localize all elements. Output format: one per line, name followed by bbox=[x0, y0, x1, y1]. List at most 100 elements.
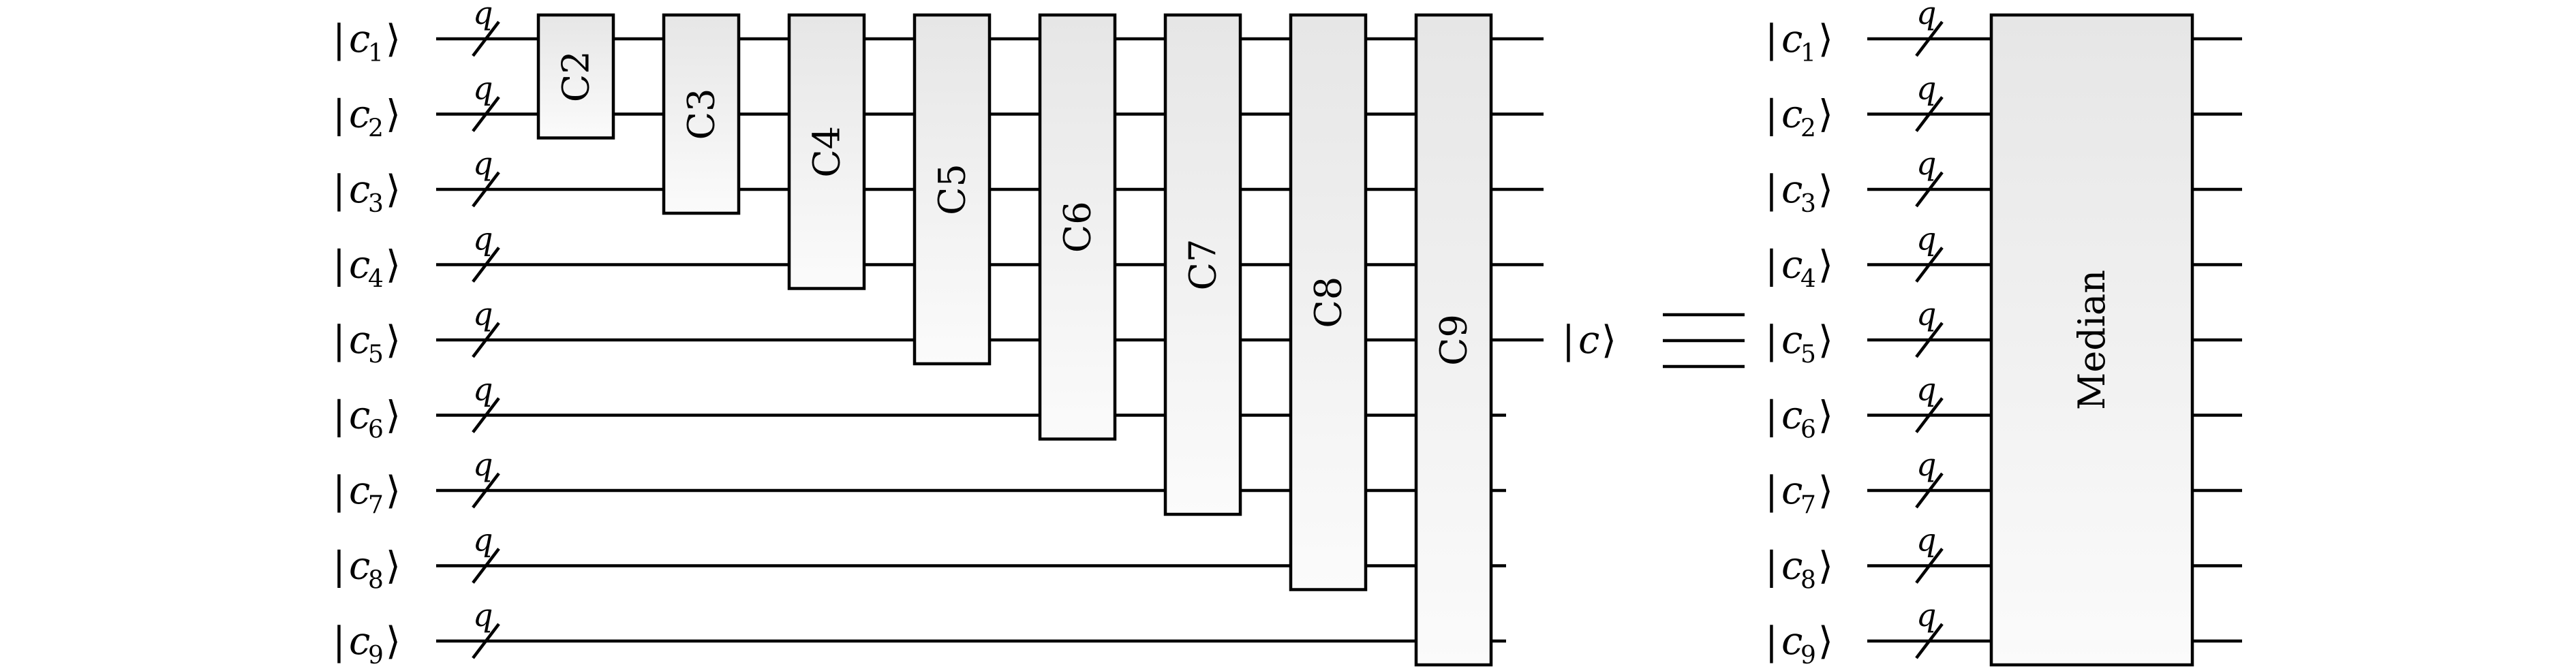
right-row-5-register-size: q bbox=[1916, 296, 1936, 332]
ket-close-angle: ⟩ bbox=[1818, 544, 1833, 589]
ket-close-angle: ⟩ bbox=[1818, 93, 1833, 137]
left-row-4-register-size: q bbox=[473, 221, 493, 258]
left-row-2-slash bbox=[472, 96, 500, 132]
ket-symbol: c bbox=[1781, 469, 1803, 513]
ket-close-angle: ⟩ bbox=[1818, 394, 1833, 438]
right-row-9-register-size: q bbox=[1916, 597, 1936, 634]
ket-symbol: c bbox=[1781, 394, 1803, 438]
gate-c5 bbox=[913, 13, 992, 366]
ket-subscript: 1 bbox=[1800, 40, 1816, 67]
ket-close-angle: ⟩ bbox=[386, 394, 401, 438]
ket-open-bar: | bbox=[333, 469, 346, 513]
ket-subscript: 7 bbox=[368, 491, 384, 519]
ket-symbol: c bbox=[1781, 17, 1803, 61]
gate-label-c6: C6 bbox=[1056, 201, 1099, 253]
left-row-1-register-size: q bbox=[473, 0, 493, 31]
median-gate bbox=[1989, 13, 2194, 667]
ket-symbol: c bbox=[349, 93, 370, 137]
ket-open-bar: | bbox=[1562, 318, 1575, 362]
ket-open-bar: | bbox=[333, 544, 346, 589]
left-input-ket-1: |c1⟩ bbox=[333, 17, 401, 67]
left-row-8-slash bbox=[472, 548, 500, 584]
left-input-ket-8: |c8⟩ bbox=[333, 544, 401, 595]
right-row-4-register-size: q bbox=[1916, 221, 1936, 258]
ket-subscript: 8 bbox=[368, 567, 384, 595]
ket-subscript: 5 bbox=[1800, 341, 1816, 369]
median-gate-label: Median bbox=[2070, 270, 2113, 410]
right-input-ket-9: |c9⟩ bbox=[1765, 619, 1833, 670]
ket-close-angle: ⟩ bbox=[386, 469, 401, 513]
ket-open-bar: | bbox=[1765, 469, 1778, 513]
right-input-ket-1: |c1⟩ bbox=[1765, 17, 1833, 67]
right-row-1-register-size: q bbox=[1916, 0, 1936, 31]
ket-open-bar: | bbox=[1765, 544, 1778, 589]
gate-c4 bbox=[787, 13, 866, 290]
ket-close-angle: ⟩ bbox=[1818, 17, 1833, 61]
gate-label-c2: C2 bbox=[555, 50, 598, 102]
right-row-7-register-size: q bbox=[1916, 446, 1936, 483]
ket-symbol: c bbox=[1781, 318, 1803, 362]
ket-symbol: c bbox=[349, 318, 370, 362]
right-input-ket-7: |c7⟩ bbox=[1765, 469, 1833, 519]
right-row-2-slash bbox=[1915, 96, 1944, 132]
left-row-6-slash bbox=[472, 397, 500, 433]
ket-symbol: c bbox=[349, 619, 370, 664]
gate-label-c4: C4 bbox=[806, 126, 848, 178]
right-circuit: |c1⟩q|c2⟩q|c3⟩q|c4⟩q|c5⟩q|c6⟩q|c7⟩q|c8⟩q… bbox=[1765, 0, 2242, 670]
right-input-ket-4: |c4⟩ bbox=[1765, 243, 1833, 294]
right-row-6-register-size: q bbox=[1916, 371, 1936, 408]
left-row-9-slash bbox=[472, 623, 500, 659]
ket-open-bar: | bbox=[1765, 17, 1778, 61]
ket-open-bar: | bbox=[333, 93, 346, 137]
gate-c8 bbox=[1289, 13, 1368, 591]
ket-open-bar: | bbox=[333, 619, 346, 664]
ket-close-angle: ⟩ bbox=[1818, 469, 1833, 513]
ket-subscript: 4 bbox=[1800, 266, 1816, 294]
ket-open-bar: | bbox=[333, 243, 346, 287]
ket-subscript: 8 bbox=[1800, 567, 1816, 595]
left-input-ket-5: |c5⟩ bbox=[333, 318, 401, 369]
right-row-2-register-size: q bbox=[1916, 70, 1936, 107]
ket-close-angle: ⟩ bbox=[1818, 619, 1833, 664]
ket-close-angle: ⟩ bbox=[386, 17, 401, 61]
ket-symbol: c bbox=[349, 17, 370, 61]
right-row-3-register-size: q bbox=[1916, 145, 1936, 182]
left-input-ket-7: |c7⟩ bbox=[333, 469, 401, 519]
ket-close-angle: ⟩ bbox=[386, 168, 401, 212]
ket-subscript: 1 bbox=[368, 40, 384, 67]
gate-label-c9: C9 bbox=[1432, 314, 1475, 366]
right-row-9-slash bbox=[1915, 623, 1944, 659]
right-input-ket-6: |c6⟩ bbox=[1765, 394, 1833, 444]
ket-subscript: 6 bbox=[368, 416, 384, 444]
left-row-3-slash bbox=[472, 171, 500, 208]
ket-symbol: c bbox=[1781, 619, 1803, 664]
ket-symbol: c bbox=[349, 394, 370, 438]
gate-c6 bbox=[1038, 13, 1117, 441]
gate-c3 bbox=[662, 13, 741, 215]
gate-label-c8: C8 bbox=[1307, 277, 1350, 328]
left-row-8-register-size: q bbox=[473, 522, 493, 559]
right-row-7-slash bbox=[1915, 472, 1944, 509]
left-row-5-slash bbox=[472, 322, 500, 358]
right-input-ket-8: |c8⟩ bbox=[1765, 544, 1833, 595]
left-input-ket-9: |c9⟩ bbox=[333, 619, 401, 670]
ket-open-bar: | bbox=[1765, 394, 1778, 438]
ket-open-bar: | bbox=[1765, 93, 1778, 137]
left-input-ket-2: |c2⟩ bbox=[333, 93, 401, 143]
left-row-1-slash bbox=[472, 20, 500, 57]
ket-subscript: 6 bbox=[1800, 416, 1816, 444]
ket-open-bar: | bbox=[333, 17, 346, 61]
left-row-5-register-size: q bbox=[473, 296, 493, 332]
ket-symbol: c bbox=[349, 469, 370, 513]
gate-label-c5: C5 bbox=[931, 163, 974, 215]
right-input-ket-3: |c3⟩ bbox=[1765, 168, 1833, 218]
left-row-4-slash bbox=[472, 247, 500, 283]
ket-symbol: c bbox=[349, 168, 370, 212]
ket-symbol: c bbox=[1781, 243, 1803, 287]
gate-label-c3: C3 bbox=[680, 89, 723, 140]
gate-c2 bbox=[536, 13, 615, 140]
ket-symbol: c bbox=[349, 243, 370, 287]
ket-subscript: 4 bbox=[368, 266, 384, 294]
right-row-6-slash bbox=[1915, 397, 1944, 433]
